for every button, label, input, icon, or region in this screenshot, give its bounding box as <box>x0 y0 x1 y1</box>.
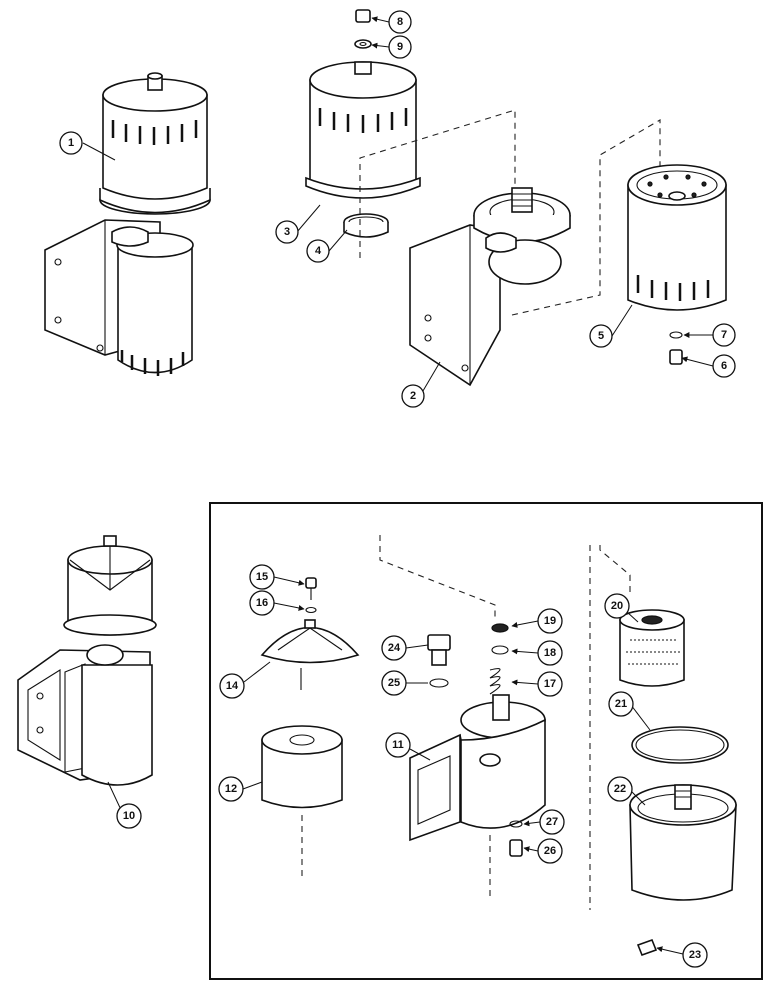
callout-19: 19 <box>537 608 563 634</box>
svg-text:5: 5 <box>598 330 604 342</box>
sediment-bowl-assembly-illustration <box>17 535 157 786</box>
callout-10: 10 <box>116 803 142 829</box>
callout-21: 21 <box>608 691 634 717</box>
callout-24: 24 <box>381 635 407 661</box>
svg-text:15: 15 <box>256 571 268 583</box>
filter-head-bracket-illustration <box>359 109 661 387</box>
svg-text:14: 14 <box>226 680 239 692</box>
callout-25: 25 <box>381 670 407 696</box>
svg-text:3: 3 <box>284 226 290 238</box>
filter-element-illustration <box>260 577 360 880</box>
filter-assembly-illustration <box>44 72 211 376</box>
callout-22: 22 <box>607 776 633 802</box>
filter-canister-illustration <box>305 9 421 238</box>
callout-5: 5 <box>589 324 613 348</box>
callout-8: 8 <box>388 10 412 34</box>
svg-text:19: 19 <box>544 615 556 627</box>
svg-text:16: 16 <box>256 597 268 609</box>
callout-1: 1 <box>59 131 83 155</box>
svg-text:9: 9 <box>397 41 403 53</box>
svg-text:1: 1 <box>68 137 74 149</box>
callout-6: 6 <box>712 354 736 378</box>
svg-text:20: 20 <box>611 600 623 612</box>
svg-text:6: 6 <box>721 360 727 372</box>
callout-27: 27 <box>539 809 565 835</box>
svg-text:26: 26 <box>544 845 556 857</box>
callout-4: 4 <box>306 239 330 263</box>
svg-text:27: 27 <box>546 816 558 828</box>
svg-text:10: 10 <box>123 810 135 822</box>
svg-text:25: 25 <box>388 677 400 689</box>
callout-11: 11 <box>385 732 411 758</box>
callout-12: 12 <box>218 776 244 802</box>
callout-9: 9 <box>388 35 412 59</box>
callout-3: 3 <box>275 220 299 244</box>
svg-text:4: 4 <box>315 245 322 257</box>
svg-text:11: 11 <box>392 739 404 751</box>
callout-18: 18 <box>537 640 563 666</box>
svg-text:21: 21 <box>615 698 627 710</box>
callout-16: 16 <box>249 590 275 616</box>
svg-text:2: 2 <box>410 390 416 402</box>
filter-head-illustration <box>379 535 546 900</box>
svg-text:22: 22 <box>614 783 626 795</box>
callout-15: 15 <box>249 564 275 590</box>
svg-text:7: 7 <box>721 329 727 341</box>
svg-text:24: 24 <box>388 642 401 654</box>
sediment-bowl-illustration <box>589 545 737 957</box>
svg-text:23: 23 <box>689 949 701 961</box>
callout-17: 17 <box>537 671 563 697</box>
callout-2: 2 <box>401 384 425 408</box>
callout-7: 7 <box>712 323 736 347</box>
svg-text:17: 17 <box>544 678 556 690</box>
callout-leaders <box>82 16 714 955</box>
svg-text:12: 12 <box>225 783 237 795</box>
callout-26: 26 <box>537 838 563 864</box>
callout-20: 20 <box>604 593 630 619</box>
svg-text:18: 18 <box>544 647 556 659</box>
callout-23: 23 <box>682 942 708 968</box>
spin-on-filter-illustration <box>627 164 727 365</box>
svg-text:8: 8 <box>397 16 403 28</box>
exploded-view-frame <box>209 502 763 980</box>
callout-14: 14 <box>219 673 245 699</box>
